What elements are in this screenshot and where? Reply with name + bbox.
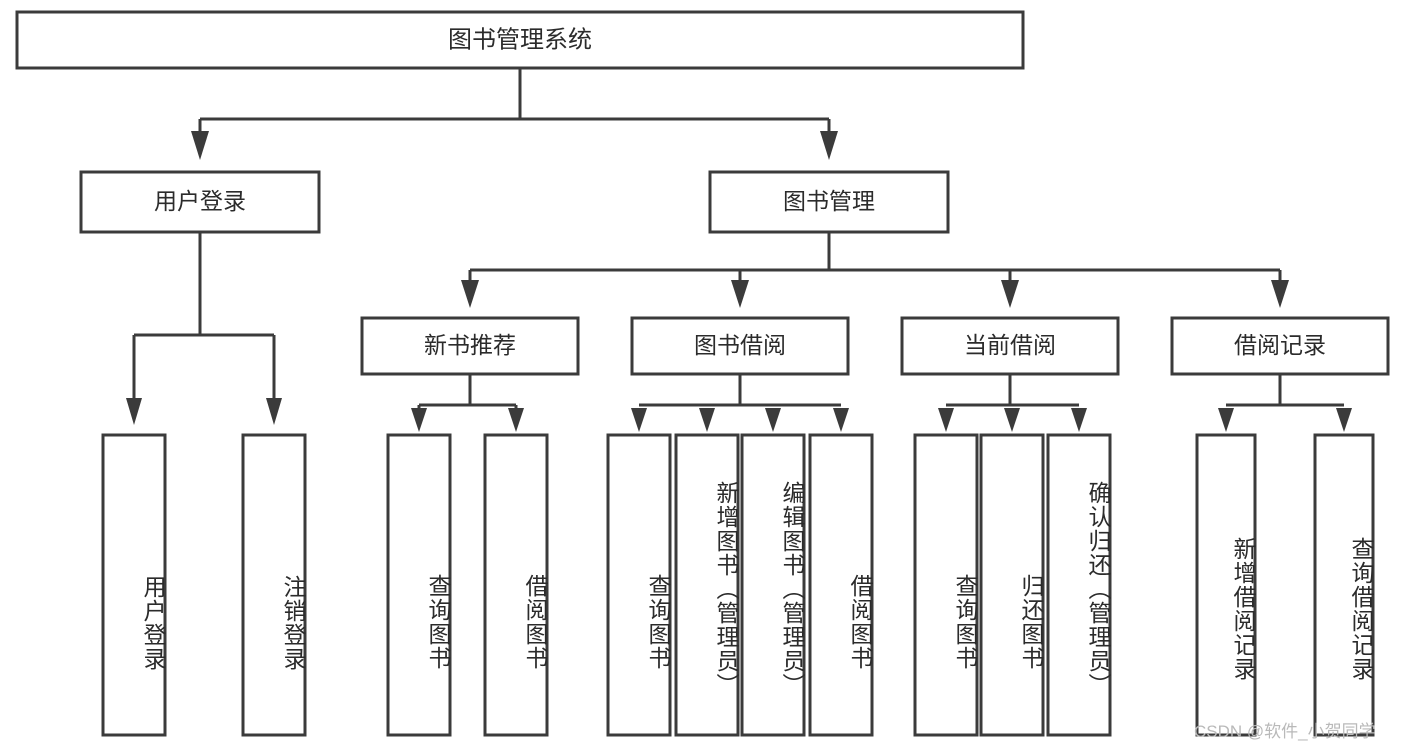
node-new-book-rec-rect[interactable] <box>360 316 580 376</box>
arrow-head-leaf-user-login <box>126 398 142 425</box>
connector-group-book-manage-to-level2 <box>461 232 1289 308</box>
node-root-label: 图书管理系统 <box>448 26 592 53</box>
csdn-watermark: CSDN @软件_小贺同学 <box>1194 722 1376 741</box>
arrow-head-leaf-query-book-3 <box>938 408 954 432</box>
node-current-borrow[interactable]: 当前借阅 <box>900 316 1120 376</box>
node-borrow-record-rect[interactable] <box>1170 316 1390 376</box>
arrow-head-leaf-confirm-return <box>1071 408 1087 432</box>
arrow-head-book-manage <box>820 131 838 160</box>
node-new-book-rec[interactable]: 新书推荐 <box>360 316 580 376</box>
arrow-head-leaf-add-record <box>1218 408 1234 432</box>
arrow-head-current-borrow <box>1001 280 1019 308</box>
node-user-login[interactable]: 用户登录 <box>79 170 321 234</box>
connector-group-current-borrow-leaves <box>938 374 1087 432</box>
node-user-login-label: 用户登录 <box>154 188 246 214</box>
connector-group-new-book-rec-leaves <box>411 374 524 432</box>
leaf-boxes-group <box>101 433 1375 737</box>
leaf-box-leaf-borrow-book-1[interactable] <box>483 433 549 737</box>
leaf-box-leaf-query-book-3[interactable] <box>913 433 979 737</box>
leaf-box-leaf-confirm-return[interactable] <box>1046 433 1112 737</box>
node-book-manage-rect[interactable] <box>708 170 950 234</box>
node-borrow-record[interactable]: 借阅记录 <box>1170 316 1390 376</box>
arrow-head-user-login <box>191 131 209 160</box>
node-book-borrow-rect[interactable] <box>630 316 850 376</box>
arrow-head-book-borrow <box>731 280 749 308</box>
arrow-head-leaf-add-book <box>699 408 715 432</box>
node-borrow-record-label: 借阅记录 <box>1234 332 1326 358</box>
connector-group-borrow-record-leaves <box>1218 374 1352 432</box>
leaf-box-leaf-return-book[interactable] <box>979 433 1045 737</box>
arrow-head-leaf-user-logout <box>266 398 282 425</box>
leaf-box-leaf-query-book-1[interactable] <box>386 433 452 737</box>
arrow-head-leaf-query-record <box>1336 408 1352 432</box>
leaf-box-leaf-add-record[interactable] <box>1195 433 1257 737</box>
node-new-book-rec-label: 新书推荐 <box>424 332 516 358</box>
node-book-manage[interactable]: 图书管理 <box>708 170 950 234</box>
node-book-borrow[interactable]: 图书借阅 <box>630 316 850 376</box>
node-root-rect[interactable] <box>15 10 1025 70</box>
leaf-box-leaf-user-login[interactable] <box>101 433 167 737</box>
node-current-borrow-label: 当前借阅 <box>964 332 1056 358</box>
arrow-head-leaf-edit-book <box>765 408 781 432</box>
arrow-head-borrow-record <box>1271 280 1289 308</box>
leaf-box-leaf-borrow-book-2[interactable] <box>808 433 874 737</box>
leaf-box-leaf-query-book-2[interactable] <box>606 433 672 737</box>
connector-group-root-to-level1 <box>191 68 838 160</box>
leaf-box-leaf-user-logout[interactable] <box>241 433 307 737</box>
arrow-head-leaf-query-book-2 <box>631 408 647 432</box>
node-book-manage-label: 图书管理 <box>783 188 875 214</box>
arrow-head-leaf-query-book-1 <box>411 408 427 432</box>
node-user-login-rect[interactable] <box>79 170 321 234</box>
leaf-box-leaf-add-book[interactable] <box>674 433 740 737</box>
arrow-head-leaf-borrow-book-1 <box>508 408 524 432</box>
arrow-head-leaf-borrow-book-2 <box>833 408 849 432</box>
node-root[interactable]: 图书管理系统 <box>15 10 1025 70</box>
arrow-head-new-book-rec <box>461 280 479 308</box>
connector-group-book-borrow-leaves <box>631 374 849 432</box>
leaf-box-leaf-query-record[interactable] <box>1313 433 1375 737</box>
node-book-borrow-label: 图书借阅 <box>694 332 786 358</box>
arrow-head-leaf-return-book <box>1004 408 1020 432</box>
node-current-borrow-rect[interactable] <box>900 316 1120 376</box>
leaf-box-leaf-edit-book[interactable] <box>740 433 806 737</box>
connector-group-user-login-leaves <box>126 232 282 425</box>
